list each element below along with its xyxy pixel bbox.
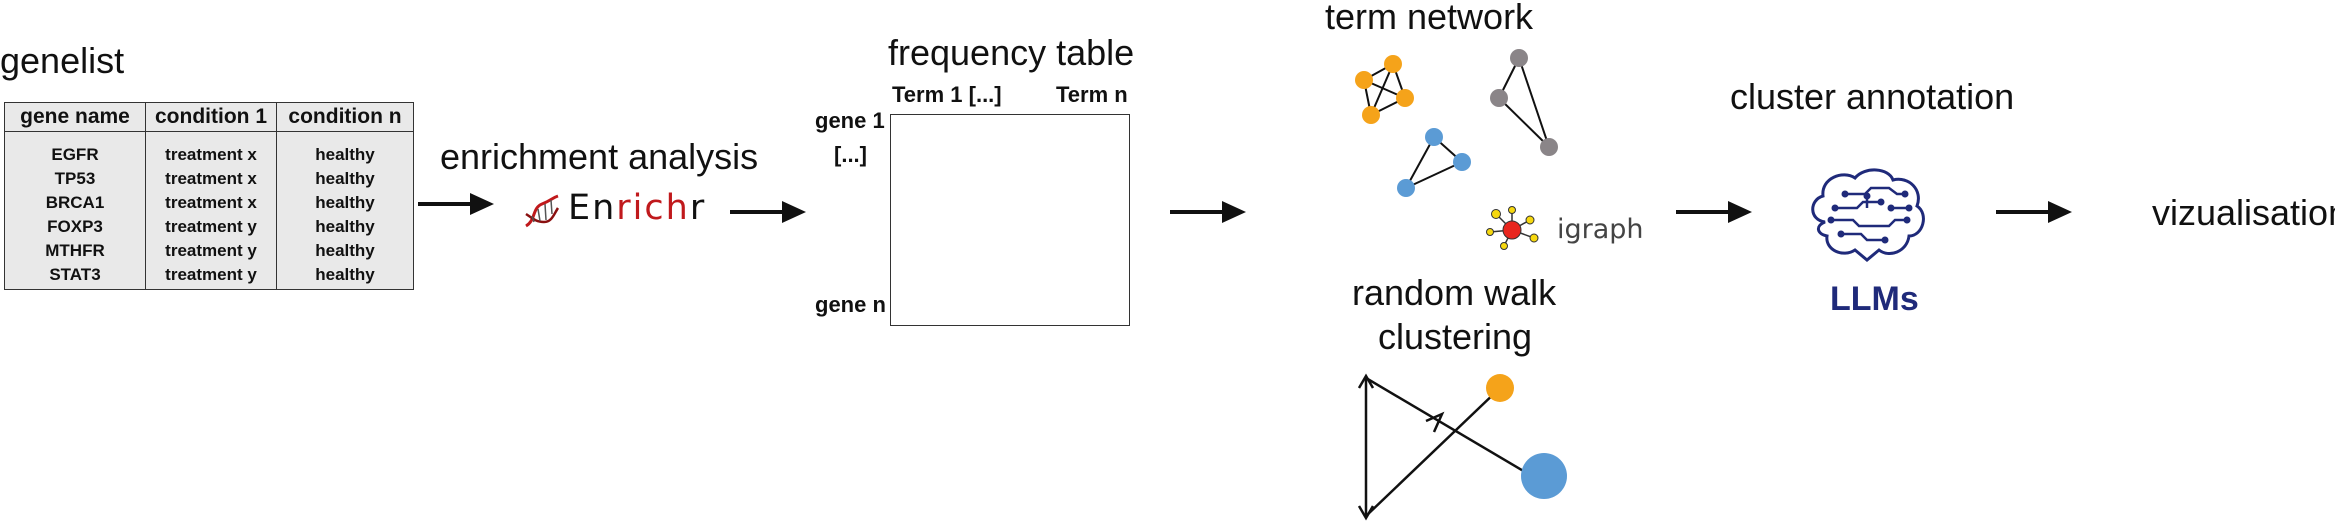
gene-table-cell: treatment y [165,241,257,260]
igraph-logo-icon [1486,206,1539,250]
right-arrow-icon [730,201,806,223]
gene-table-cell: treatment x [165,193,257,212]
gene-table-header-cell: gene name [20,105,130,128]
enrichr-logo-part: r [689,188,707,228]
gene-table: gene name condition 1 condition n EGFR t… [4,102,414,290]
genelist-title: genelist [0,40,125,81]
dna-icon [525,194,560,228]
term-first-label: Term 1 [...] [892,82,1002,107]
gene-table-cell: EGFR [51,145,99,164]
annotation-title: cluster annotation [1730,76,2015,117]
gene-table-cell: BRCA1 [45,193,105,212]
gene-table-cell: healthy [315,241,375,260]
gene-table-cell: healthy [315,169,375,188]
random-walk-diagram [1357,373,1567,521]
gene-table-cell: STAT3 [49,265,101,284]
gene-table-divider [276,103,277,289]
right-arrow-icon [418,193,494,215]
gene-table-header [5,103,413,132]
gene-table-header-cell: condition n [288,105,402,128]
enrichment-title: enrichment analysis [440,136,759,177]
gene-table-cell: TP53 [54,169,96,188]
gene-table-cell: treatment x [165,145,257,164]
enrichr-logo-part: En [568,188,617,228]
gene-table-cell: treatment y [165,265,257,284]
right-arrow-icon [1676,201,1752,223]
gene-table-cell: FOXP3 [47,217,103,236]
gene-table-cell: healthy [315,145,375,164]
gene-first-label: gene 1 [815,108,885,133]
enrichr-logo-part: rich [616,188,690,228]
frequency-title: frequency table [888,32,1135,73]
igraph-logo-text: igraph [1557,214,1644,245]
right-arrow-icon [1996,201,2072,223]
gene-table-header-cell: condition 1 [155,105,267,128]
llm-label: LLMs [1830,280,1919,318]
circuit-brain-icon [1811,168,1925,262]
clustering-title-line1: random walk [1352,272,1557,313]
gene-table-cell: treatment y [165,217,257,236]
term-last-label: Term n [1056,82,1128,107]
network-title: term network [1325,0,1534,37]
gene-table-cell: MTHFR [45,241,105,260]
gene-table-divider [145,103,146,289]
visualisation-title: vizualisation [2152,192,2335,233]
gene-ellipsis-label: [...] [834,142,867,167]
frequency-table-box [890,114,1130,326]
gene-last-label: gene n [815,292,886,317]
gene-table-cell: healthy [315,265,375,284]
clustering-title-line2: clustering [1378,316,1533,357]
gene-table-cell: treatment x [165,169,257,188]
enrichr-logo: Enrichr [568,188,706,228]
gene-table-cell: healthy [315,193,375,212]
gene-table-cell: healthy [315,217,375,236]
right-arrow-icon [1170,201,1246,223]
term-network-graph [1355,49,1558,197]
